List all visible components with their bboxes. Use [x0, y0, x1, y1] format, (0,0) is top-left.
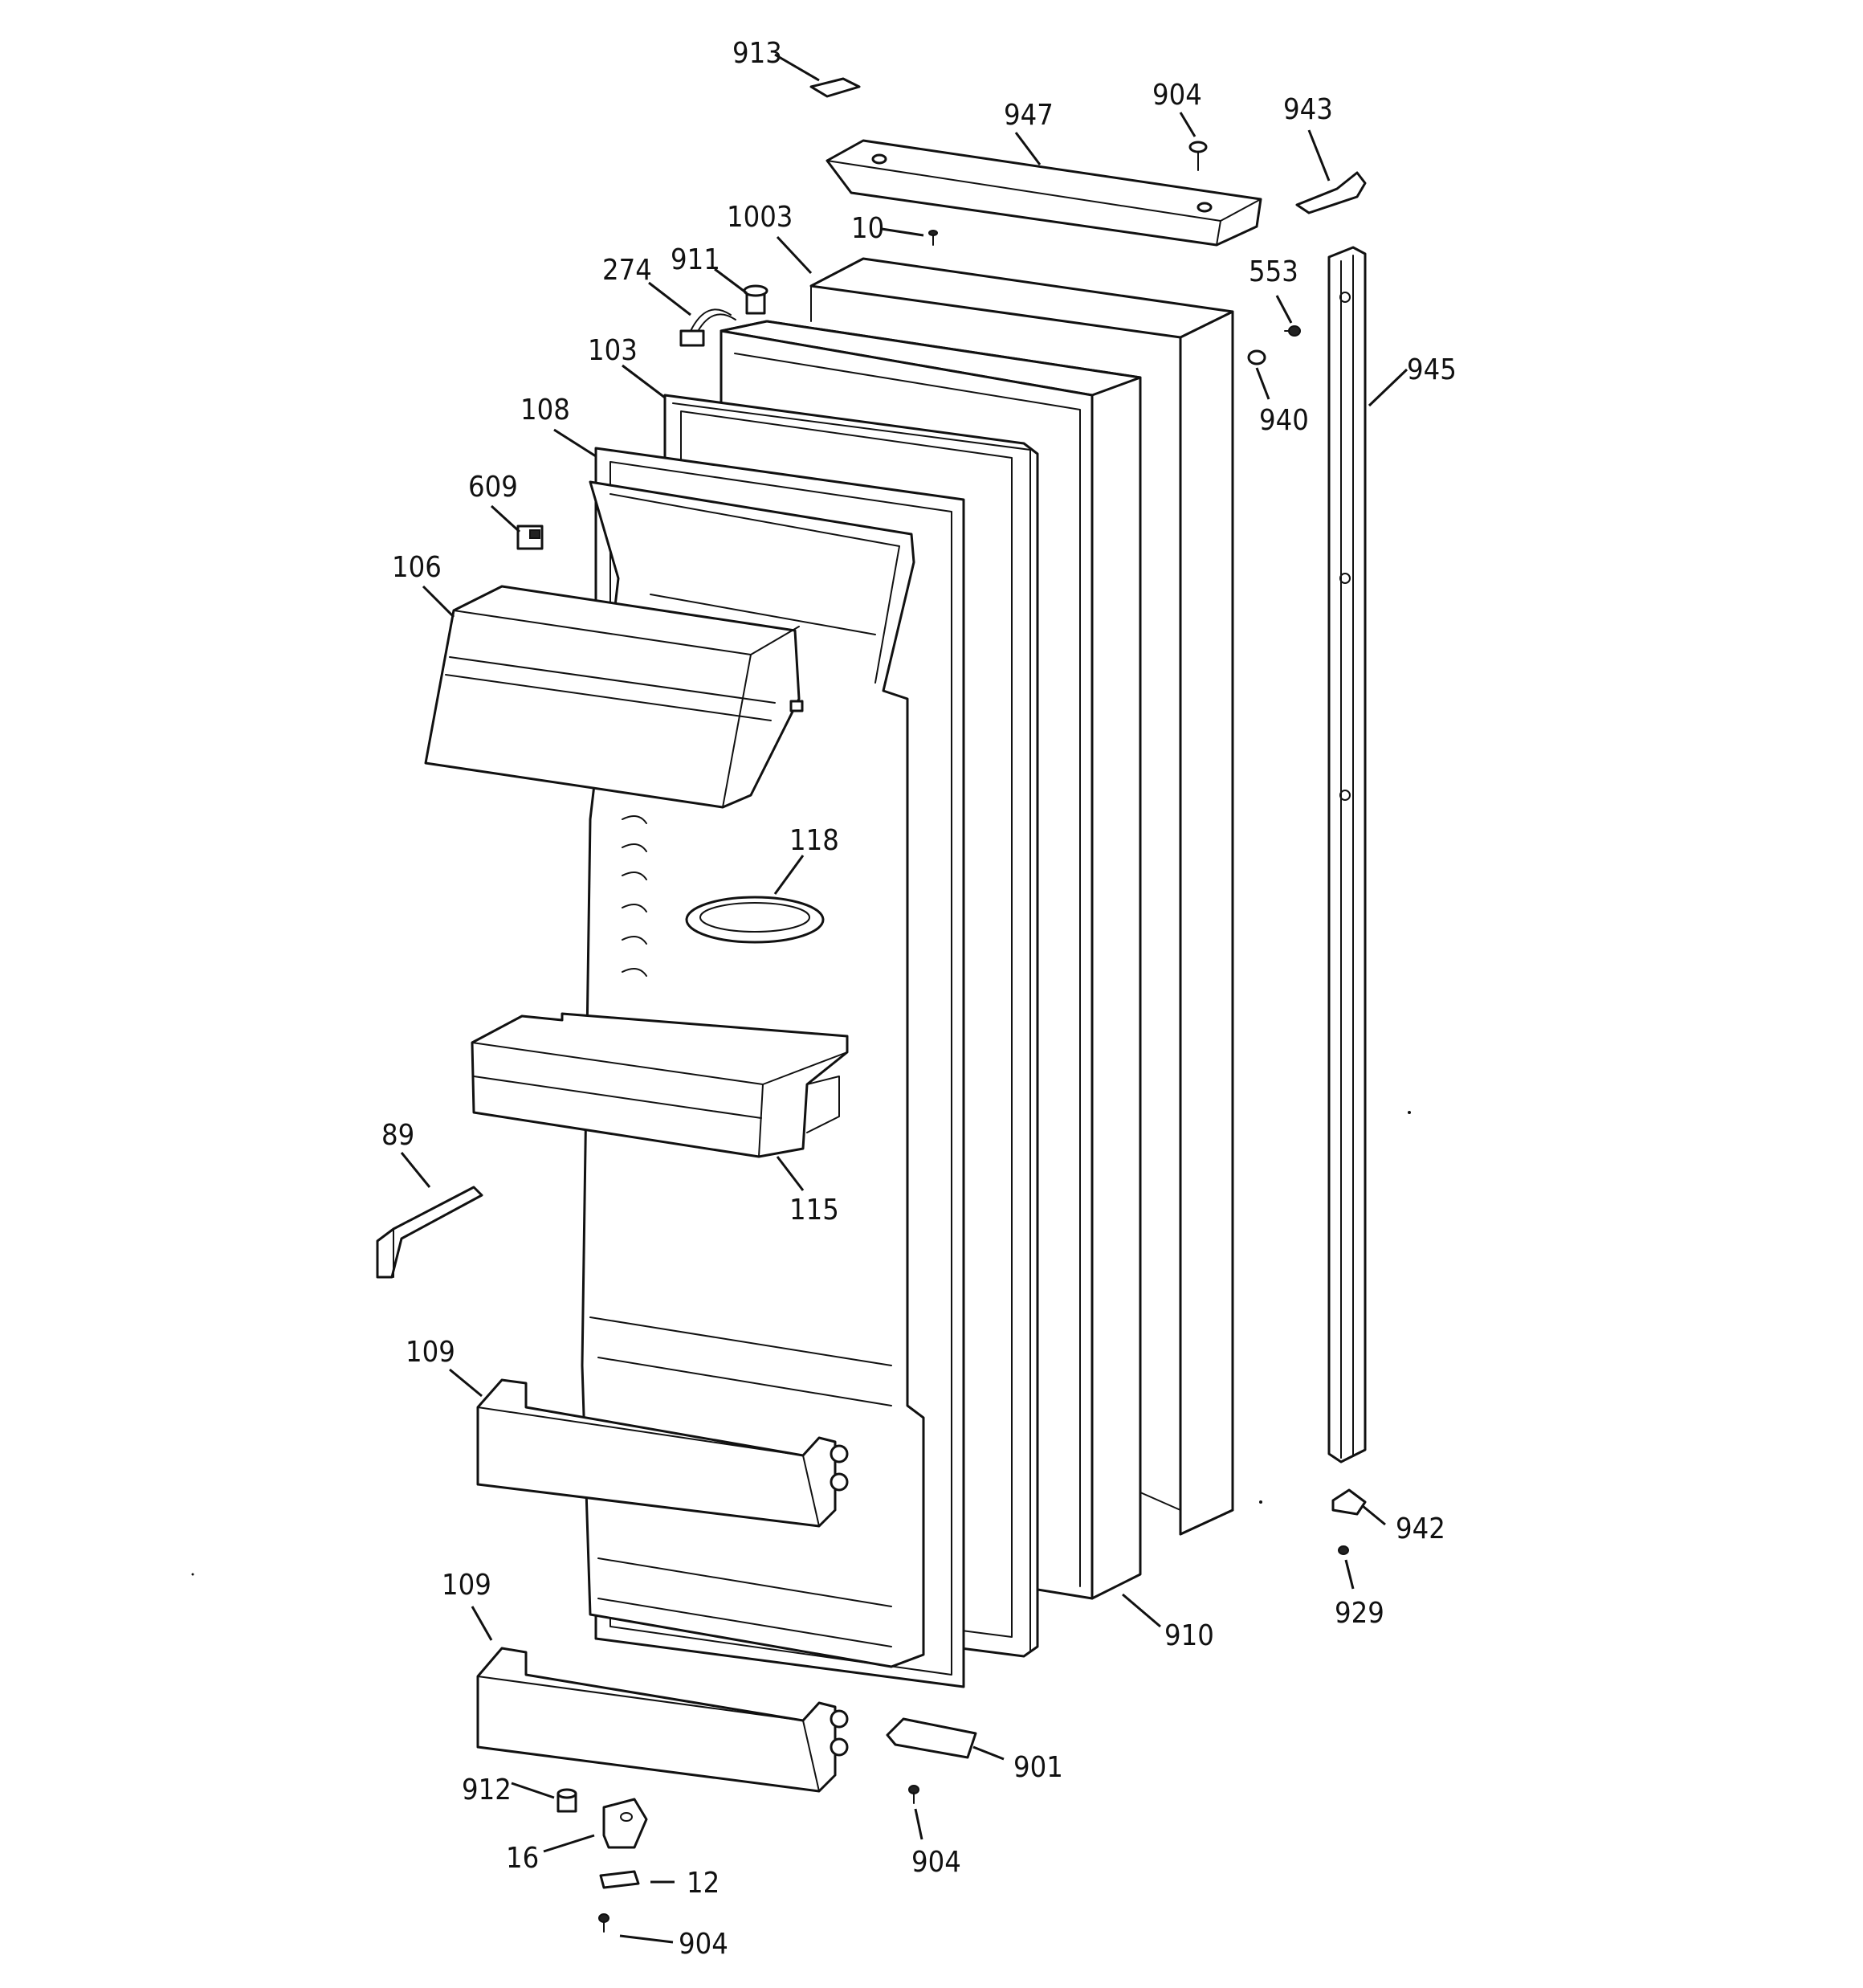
part-942-hinge-bracket [1331, 1488, 1367, 1516]
part-904-bottom-screw [598, 1913, 609, 1933]
part-12-shim [599, 1870, 640, 1889]
part-118-egg-tray [685, 896, 825, 944]
part-943-hinge-cover [1295, 171, 1367, 214]
scan-specks [191, 1111, 1411, 1576]
part-553-screw [1284, 325, 1301, 337]
label-904-top: 904 [1152, 79, 1202, 112]
part-16-hinge [602, 1798, 648, 1849]
part-115-door-bin [471, 1012, 849, 1158]
part-947-top-cap [826, 139, 1262, 247]
label-945: 945 [1407, 353, 1457, 386]
label-115: 115 [789, 1194, 839, 1227]
label-109-lower: 109 [442, 1569, 491, 1602]
part-10-screw [928, 230, 938, 246]
label-16: 16 [506, 1842, 539, 1875]
part-109-lower-door-bin [476, 1647, 849, 1793]
part-89-light-cover [376, 1186, 483, 1279]
part-106-dairy-cover [424, 585, 804, 809]
label-108: 108 [520, 394, 570, 427]
label-929: 929 [1335, 1597, 1384, 1630]
label-912: 912 [462, 1774, 512, 1806]
part-901-bracket [886, 1717, 977, 1759]
part-911-bushing [743, 284, 768, 315]
label-901: 901 [1013, 1751, 1063, 1784]
label-89: 89 [381, 1119, 414, 1152]
label-911: 911 [671, 243, 720, 276]
shelf-rail-hooks [622, 815, 647, 977]
part-109-upper-door-bin [476, 1378, 849, 1528]
leader-lines [400, 53, 1408, 1944]
label-947: 947 [1004, 99, 1054, 132]
part-904-top-screw [1188, 141, 1208, 171]
label-274: 274 [602, 254, 652, 287]
part-1003-outer-door [809, 257, 1234, 1536]
part-929-screw [1338, 1545, 1349, 1555]
part-940-bushing [1247, 349, 1266, 365]
label-103: 103 [588, 334, 638, 367]
part-609-switch [516, 525, 544, 550]
label-904-bottom: 904 [679, 1928, 728, 1961]
label-943: 943 [1283, 93, 1333, 126]
label-940: 940 [1259, 404, 1309, 437]
label-10: 10 [851, 212, 884, 245]
label-118: 118 [789, 824, 839, 857]
label-913: 913 [732, 37, 782, 70]
part-913-clip [809, 77, 861, 98]
label-609: 609 [468, 471, 518, 504]
part-945-door-trim-strip [1327, 246, 1367, 1463]
part-274-harness [679, 308, 736, 347]
label-106: 106 [392, 551, 442, 584]
label-910: 910 [1164, 1619, 1214, 1652]
label-942: 942 [1396, 1512, 1445, 1545]
label-109-upper: 109 [406, 1336, 455, 1369]
label-1003: 1003 [727, 201, 793, 234]
part-912-bushing [556, 1788, 577, 1813]
label-553: 553 [1249, 255, 1298, 288]
label-904-mid: 904 [911, 1846, 961, 1879]
part-904-mid-screw [908, 1785, 919, 1804]
label-12: 12 [687, 1867, 720, 1900]
callout-labels: 913 947 904 943 1003 10 274 911 553 103 … [381, 37, 1457, 1961]
